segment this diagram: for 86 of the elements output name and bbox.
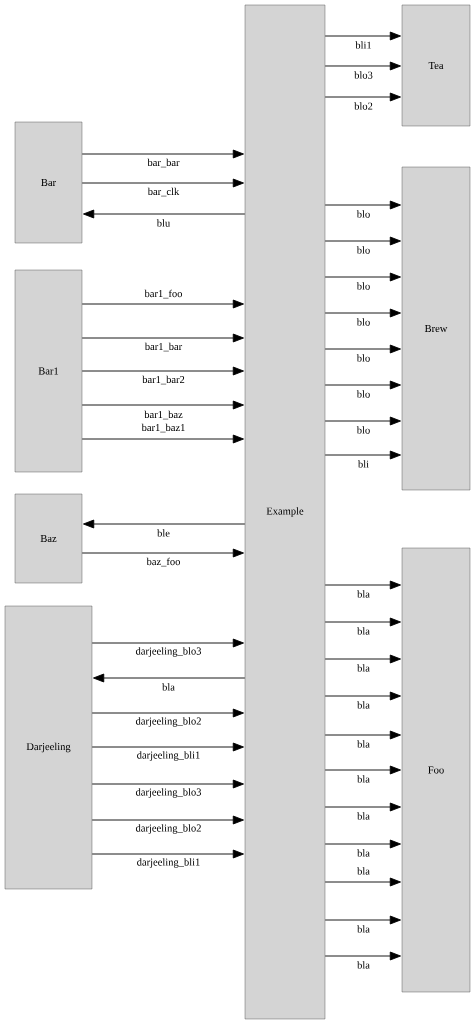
edge-label: bar_bar <box>147 158 180 168</box>
arrow <box>93 673 246 683</box>
arrow <box>324 61 401 71</box>
arrow <box>324 236 401 246</box>
arrow <box>91 849 244 859</box>
edge-label: bla <box>357 812 370 820</box>
arrow <box>81 333 244 343</box>
block-box: Example <box>244 4 326 1020</box>
arrow <box>91 742 244 752</box>
arrow <box>83 209 246 219</box>
edge-label: bla <box>357 849 370 857</box>
edge-label: blo <box>356 426 370 434</box>
edge-label: bar1_bar <box>144 342 183 352</box>
edge-label: bla <box>357 664 370 672</box>
block-box: Bar1 <box>14 269 83 473</box>
edge-label: blo3 <box>354 71 373 79</box>
arrow <box>324 951 401 961</box>
edge-label: bla <box>357 627 370 635</box>
arrow <box>81 434 244 444</box>
edge-label: bla <box>357 867 370 875</box>
arrow <box>324 344 401 354</box>
edge-label: bar_clk <box>147 187 180 197</box>
edge-label: darjeeling_blo3 <box>135 788 202 798</box>
edge-label: blo <box>356 282 370 290</box>
arrow <box>81 299 244 309</box>
arrow <box>91 779 244 789</box>
edge-label: darjeeling_blo3 <box>135 647 202 657</box>
arrow <box>324 730 401 740</box>
block-box: Foo <box>401 547 471 993</box>
arrow <box>324 802 401 812</box>
arrow <box>324 839 401 849</box>
edge-label: blo2 <box>354 102 373 110</box>
block-box: Bar <box>14 121 83 244</box>
arrow <box>324 31 401 41</box>
edge-label: blo <box>356 354 370 362</box>
arrow <box>324 92 401 102</box>
edge-label: baz_foo <box>146 557 180 567</box>
arrow <box>324 308 401 318</box>
edge-label: blo <box>356 390 370 398</box>
arrow <box>324 654 401 664</box>
block-box: Brew <box>401 166 471 491</box>
edge-label: darjeeling_bli1 <box>137 858 200 868</box>
arrow <box>83 519 246 529</box>
arrow <box>81 366 244 376</box>
arrow <box>91 638 244 648</box>
edge-label: darjeeling_blo2 <box>135 717 201 727</box>
arrow <box>81 178 244 188</box>
edge-label: blo <box>356 246 370 254</box>
arrow <box>324 580 401 590</box>
arrow <box>81 149 244 159</box>
edge-label: bar1_baz1 <box>141 423 185 433</box>
block-box: Baz <box>14 493 83 584</box>
edge-label: blo <box>356 210 370 218</box>
arrow <box>324 200 401 210</box>
edge-label: darjeeling_bli1 <box>137 751 200 761</box>
edge-label: blu <box>156 219 171 227</box>
edge-label: darjeeling_blo2 <box>135 824 201 834</box>
edge-label: blo <box>356 318 370 326</box>
arrow <box>324 877 401 887</box>
block-box: Tea <box>401 4 471 127</box>
arrow <box>324 915 401 925</box>
arrow <box>91 708 244 718</box>
arrow <box>91 815 244 825</box>
arrow <box>324 416 401 426</box>
edge-label: bla <box>357 701 370 709</box>
arrow <box>324 765 401 775</box>
edge-label: bla <box>357 961 370 969</box>
block-box: Darjeeling <box>4 605 93 890</box>
edge-label: ble <box>157 529 170 537</box>
arrow <box>81 548 244 558</box>
edge-label: bar1_baz <box>144 410 183 420</box>
edge-label: bar1_foo <box>144 289 183 299</box>
edge-label: bla <box>357 740 370 748</box>
edge-label: bla <box>357 590 370 598</box>
arrow <box>324 450 401 460</box>
edge-label: bla <box>162 683 175 691</box>
edge-label: bla <box>357 775 370 783</box>
arrow <box>324 272 401 282</box>
arrow <box>324 380 401 390</box>
arrow <box>324 691 401 701</box>
arrow <box>81 400 244 410</box>
arrow <box>324 617 401 627</box>
edge-label: bli1 <box>355 41 372 49</box>
edge-label: bar1_bar2 <box>142 375 185 385</box>
edge-label: bla <box>357 925 370 933</box>
edge-label: bli <box>357 460 369 468</box>
